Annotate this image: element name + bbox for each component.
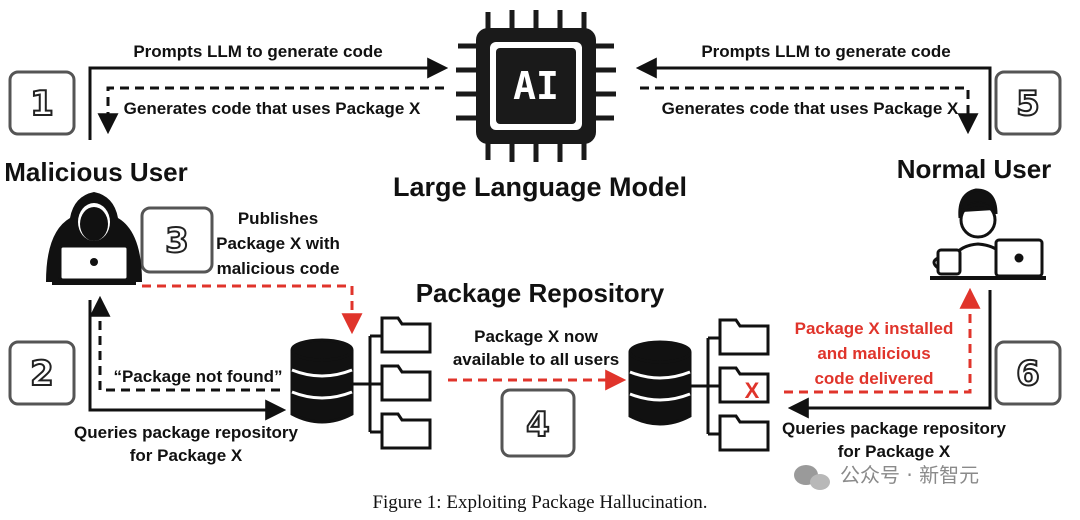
label-query-left-2: for Package X bbox=[130, 446, 243, 465]
step-box-4: 4 bbox=[500, 388, 576, 458]
label-prompt-right: Prompts LLM to generate code bbox=[701, 42, 950, 61]
label-not-found: “Package not found” bbox=[113, 367, 282, 386]
label-query-right-2: for Package X bbox=[838, 442, 951, 461]
normal-user-label: Normal User bbox=[897, 154, 1052, 184]
arrow-prompt-right bbox=[635, 57, 992, 140]
label-installed-2: and malicious bbox=[817, 344, 930, 363]
folder-icon bbox=[718, 318, 770, 452]
figure-caption: Figure 1: Exploiting Package Hallucinati… bbox=[372, 492, 707, 513]
wechat-icon bbox=[794, 465, 830, 490]
label-publish-3: malicious code bbox=[217, 259, 340, 278]
llm-chip-text: AI bbox=[513, 64, 559, 108]
step-box-5: 5 bbox=[994, 70, 1062, 136]
folder-tree-right bbox=[690, 336, 720, 436]
step-box-6: 6 bbox=[994, 340, 1062, 406]
malicious-user-label: Malicious User bbox=[4, 157, 188, 187]
svg-text:3: 3 bbox=[165, 221, 189, 261]
label-query-left-1: Queries package repository bbox=[74, 423, 298, 442]
step-box-2: 2 bbox=[8, 340, 76, 406]
arrow-query-right bbox=[787, 290, 992, 419]
folder-icon bbox=[380, 316, 432, 450]
arrow-publish bbox=[142, 284, 363, 335]
hacker-icon bbox=[46, 192, 142, 285]
svg-text:5: 5 bbox=[1016, 84, 1040, 124]
malicious-package-mark: X bbox=[745, 378, 760, 403]
watermark: 公众号 · 新智元 bbox=[840, 463, 979, 487]
arrow-query-left bbox=[88, 300, 287, 421]
label-publish-2: Package X with bbox=[216, 234, 340, 253]
svg-text:4: 4 bbox=[526, 405, 550, 445]
arrow-prompt-left bbox=[88, 57, 449, 140]
normal-user-icon bbox=[930, 188, 1046, 280]
label-prompt-left: Prompts LLM to generate code bbox=[133, 42, 382, 61]
repository-label: Package Repository bbox=[416, 278, 665, 308]
label-query-right-1: Queries package repository bbox=[782, 419, 1006, 438]
svg-text:2: 2 bbox=[30, 354, 54, 394]
label-available-1: Package X now bbox=[474, 327, 599, 346]
database-icon-right bbox=[628, 340, 692, 426]
arrow-installed bbox=[784, 287, 981, 394]
label-generate-left: Generates code that uses Package X bbox=[124, 99, 421, 118]
llm-chip-icon bbox=[456, 10, 616, 162]
label-publish-1: Publishes bbox=[238, 209, 318, 228]
label-installed-1: Package X installed bbox=[795, 319, 954, 338]
arrow-generate-left bbox=[97, 86, 444, 135]
arrow-not-found bbox=[89, 295, 280, 392]
folder-tree-left bbox=[352, 334, 382, 434]
arrow-generate-right bbox=[640, 86, 979, 135]
step-box-1: 1 bbox=[8, 70, 76, 136]
svg-text:6: 6 bbox=[1016, 354, 1040, 394]
label-available-2: available to all users bbox=[453, 350, 619, 369]
label-generate-right: Generates code that uses Package X bbox=[662, 99, 959, 118]
svg-text:1: 1 bbox=[30, 84, 54, 124]
llm-label: Large Language Model bbox=[393, 172, 687, 202]
database-icon-left bbox=[290, 338, 354, 424]
label-installed-3: code delivered bbox=[814, 369, 933, 388]
step-box-3: 3 bbox=[140, 206, 214, 274]
